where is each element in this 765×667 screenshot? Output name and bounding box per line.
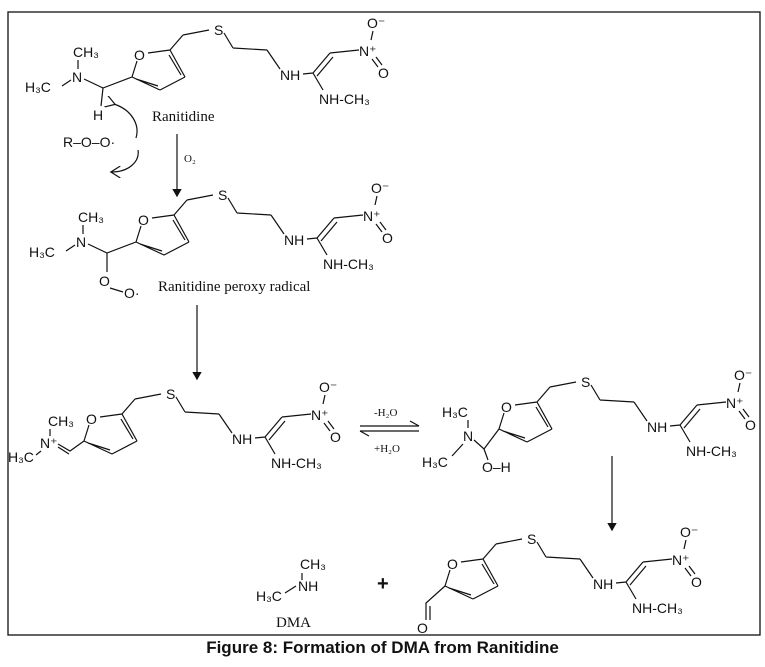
atom-label: N⁺ bbox=[40, 435, 58, 451]
atom-label: CH₃ bbox=[48, 413, 74, 429]
atom-label: NH-CH₃ bbox=[271, 455, 322, 471]
figure-caption: Figure 8: Formation of DMA from Ranitidi… bbox=[206, 638, 559, 657]
o2-label: O₂ bbox=[184, 153, 196, 165]
dma-label: DMA bbox=[276, 615, 311, 631]
iminium-structure: CH₃ N⁺ H₃C bbox=[8, 413, 85, 465]
atom-label: O bbox=[378, 65, 389, 81]
dma-structure: CH₃ NH H₃C bbox=[256, 556, 326, 604]
atom-label: O bbox=[134, 47, 145, 63]
atom-label: H bbox=[93, 107, 103, 123]
iminium-core: O S NH N⁺ O⁻ O NH-CH₃ bbox=[83, 379, 341, 471]
atom-label: O bbox=[501, 399, 512, 415]
curved-arrow bbox=[114, 104, 138, 139]
atom-label: O bbox=[691, 574, 702, 590]
atom-label: H₃C bbox=[422, 454, 448, 470]
peroxy-reagent: R–O–O· bbox=[63, 134, 115, 150]
peroxy-radical-label: Ranitidine peroxy radical bbox=[158, 279, 310, 295]
atom-label: CH₃ bbox=[300, 556, 326, 572]
atom-label: S bbox=[166, 386, 175, 402]
plus-sign: + bbox=[377, 573, 389, 595]
peroxy-radical-core: O S NH N⁺ O⁻ O NH-CH₃ bbox=[135, 180, 393, 272]
atom-label: NH-CH₃ bbox=[323, 256, 374, 272]
atom-label: O bbox=[417, 620, 428, 636]
atom-label: H₃C bbox=[8, 449, 34, 465]
bond-lines bbox=[135, 194, 387, 256]
atom-label: S bbox=[218, 187, 227, 203]
atom-label: NH-CH₃ bbox=[319, 91, 370, 107]
atom-label: N⁺ bbox=[726, 395, 744, 411]
atom-label: H₃C bbox=[25, 79, 51, 95]
atom-label: CH₃ bbox=[78, 209, 104, 225]
ranitidine-structure: CH₃ N H₃C H bbox=[25, 44, 133, 123]
atom-label: N bbox=[463, 428, 473, 444]
atom-label: O bbox=[99, 273, 110, 289]
atom-label: O bbox=[330, 429, 341, 445]
atom-label: H₃C bbox=[256, 588, 282, 604]
atom-label: CH₃ bbox=[73, 44, 99, 60]
atom-label: O bbox=[745, 417, 756, 433]
atom-label: NH bbox=[647, 419, 667, 435]
peroxy-radical-structure: CH₃ N H₃C O O· bbox=[29, 209, 140, 301]
atom-label: O⁻ bbox=[367, 15, 385, 31]
atom-label: N⁺ bbox=[672, 552, 690, 568]
atom-label: O bbox=[138, 212, 149, 228]
atom-label: O⁻ bbox=[734, 367, 752, 383]
minus-water-label: -H₂O bbox=[374, 407, 397, 419]
atom-label: NH bbox=[280, 67, 300, 83]
atom-label: N bbox=[76, 234, 86, 250]
atom-label: O bbox=[447, 556, 458, 572]
ranitidine-core: O S NH N⁺ O⁻ O NH-CH₃ bbox=[131, 15, 389, 107]
figure-border bbox=[7, 11, 761, 636]
atom-label: N bbox=[72, 69, 82, 85]
atom-label: O bbox=[382, 230, 393, 246]
atom-label: NH-CH₃ bbox=[686, 443, 737, 459]
plus-water-label: +H₂O bbox=[374, 443, 400, 455]
atom-label: N⁺ bbox=[359, 43, 377, 59]
atom-label: S bbox=[214, 22, 223, 38]
atom-label: N⁺ bbox=[363, 208, 381, 224]
atom-label: H₃C bbox=[442, 404, 468, 420]
atom-label: NH bbox=[232, 431, 252, 447]
atom-label: NH-CH₃ bbox=[632, 600, 683, 616]
atom-label: S bbox=[581, 374, 590, 390]
atom-label: S bbox=[527, 531, 536, 547]
atom-label: NH bbox=[298, 578, 318, 594]
atom-label: H₃C bbox=[29, 244, 55, 260]
aldehyde-product-structure: O bbox=[417, 585, 446, 636]
curved-arrow bbox=[112, 149, 139, 172]
bond-lines bbox=[131, 29, 383, 91]
bond-lines bbox=[444, 538, 696, 600]
bond-lines bbox=[83, 393, 335, 455]
carbinolamine-structure: H₃C N H₃C O–H bbox=[422, 404, 511, 475]
atom-label: O⁻ bbox=[319, 379, 337, 395]
atom-label: O· bbox=[124, 285, 140, 301]
atom-label: NH bbox=[593, 576, 613, 592]
atom-label: O⁻ bbox=[680, 524, 698, 540]
ranitidine-label: Ranitidine bbox=[152, 109, 215, 125]
aldehyde-product-core: O S NH N⁺ O⁻ O NH-CH₃ bbox=[444, 524, 702, 616]
atom-label: N⁺ bbox=[311, 407, 329, 423]
carbinolamine-core: O S NH N⁺ O⁻ O NH-CH₃ bbox=[498, 367, 756, 459]
atom-label: O bbox=[86, 411, 97, 427]
bond-lines bbox=[498, 381, 750, 443]
atom-label: O⁻ bbox=[371, 180, 389, 196]
atom-label: O–H bbox=[482, 459, 511, 475]
atom-label: NH bbox=[284, 232, 304, 248]
